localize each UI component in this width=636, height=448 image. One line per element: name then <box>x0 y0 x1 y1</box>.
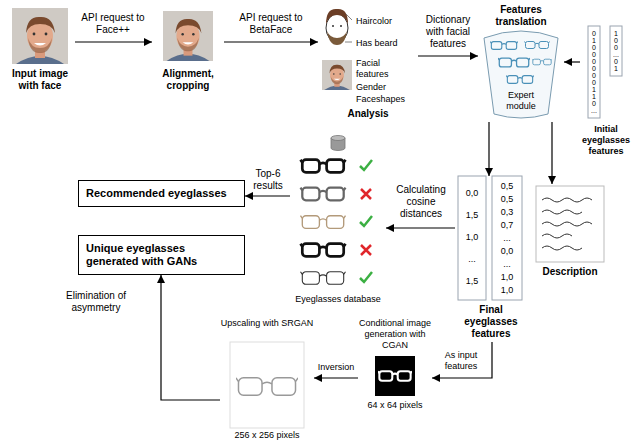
flow-arrow <box>245 195 290 196</box>
vector-frame <box>610 26 622 76</box>
cross-mark <box>361 245 371 255</box>
face-photo <box>322 60 352 90</box>
glasses-sketch <box>498 58 530 67</box>
paper-sheet <box>536 186 604 262</box>
check-mark <box>360 272 372 282</box>
scribble <box>542 198 592 250</box>
vector-frame <box>588 26 600 118</box>
flow-arrow <box>75 41 152 42</box>
vector-values: 0 1 0 0 0 0 0 0 1 1 0 ... <box>591 30 597 114</box>
edge-label: Calculating cosine distances <box>390 184 452 220</box>
module-label: Expert module <box>496 90 546 112</box>
eyeglasses <box>301 188 346 201</box>
srgan-image <box>230 342 304 428</box>
node-label: Final eyeglasses features <box>455 304 527 340</box>
vector-frame <box>492 176 522 300</box>
database-icon <box>331 136 345 141</box>
face-photo <box>12 8 68 64</box>
node-label: Features translation <box>478 4 564 28</box>
edge-label: API request to Face++ <box>78 12 148 36</box>
node-label: Analysis <box>318 108 418 120</box>
result-box: Recommended eyeglasses <box>78 180 245 207</box>
srgan-output: Upscaling with SRGAN 256 x 256 pixels <box>220 318 314 443</box>
attribute-label: Faceshapes <box>356 94 416 105</box>
face-photo <box>163 11 213 61</box>
feature-vectors: 0,0 1,5 1,0 ... 1,5 0,5 0,5 0,3 0,7 ... 0… <box>455 176 527 342</box>
vector-values: 0,5 0,5 0,3 0,7 ... 0,0 ... 1,0 1,0 <box>501 180 514 297</box>
attribute-label: Haircolor <box>356 16 416 27</box>
edge-label: API request to BetaFace <box>228 12 314 36</box>
glasses-sketch <box>532 59 552 65</box>
attribute-label: Facial features <box>356 58 402 80</box>
glasses-sketch <box>525 42 550 49</box>
node-label: 256 x 256 pixels <box>220 430 314 441</box>
edge-label: Top-6 results <box>247 168 289 192</box>
eyeglasses <box>301 272 346 285</box>
check-mark <box>360 160 372 170</box>
flow-arrow <box>564 61 580 62</box>
node-label: Unique eyeglasses generated with GANs <box>86 242 221 268</box>
node-label: Input image with face <box>5 68 75 92</box>
flow-arrow <box>432 342 492 378</box>
flow-arrow <box>314 377 358 378</box>
cgan-image <box>375 356 415 396</box>
translation-funnel: Features translationExpert module <box>478 4 564 122</box>
eyeglasses-database: Eyeglasses database <box>290 134 386 307</box>
cgan-output: Conditional image generation with CGAN 64… <box>358 318 432 413</box>
flow-arrow <box>224 41 318 42</box>
flow-arrow <box>488 122 489 176</box>
eyeglasses <box>236 378 298 395</box>
node-label: Recommended eyeglasses <box>86 187 236 200</box>
flow-arrow <box>386 227 455 228</box>
glasses-sketch <box>490 42 518 50</box>
input-photo: Input image with face <box>5 8 75 94</box>
node-label: Description <box>532 266 608 278</box>
eye <box>332 25 334 27</box>
expert-funnel <box>484 31 558 118</box>
node-label: Initial eyeglasses features <box>580 124 632 157</box>
node-label: Eyeglasses database <box>290 294 386 305</box>
vector-frame <box>458 176 486 300</box>
edge-label: Dictionary with facial features <box>420 14 476 50</box>
flow-arrow <box>551 122 552 184</box>
glasses-sketch <box>506 76 534 84</box>
node-label: Conditional image generation with CGAN <box>358 318 432 351</box>
attribute-label: Gender <box>356 82 416 93</box>
flow-arrow <box>418 55 478 56</box>
edge-label: As input features <box>434 350 488 372</box>
eyeglasses <box>301 216 346 229</box>
description-sheet: Description <box>532 184 608 280</box>
edge-label: Inversion <box>315 362 357 373</box>
attribute-label: Has beard <box>356 38 416 49</box>
analysis-panel: HaircolorHas beardFacial featuresGenderF… <box>318 4 418 124</box>
eye <box>340 25 342 27</box>
result-box: Unique eyeglasses generated with GANs <box>78 235 245 275</box>
node-label: Upscaling with SRGAN <box>220 318 314 329</box>
aligned-photo: Alignment, cropping <box>152 8 224 94</box>
vector-values: 1 0 0 ... 0 1 <box>613 30 619 72</box>
flow-arrow <box>161 275 220 400</box>
eyeglasses <box>301 160 346 173</box>
vector-values: 0,0 1,5 1,0 ... 1,5 <box>466 182 479 292</box>
feature-vectors: 0 1 0 0 0 0 0 0 1 1 0 ... 1 0 0 ... 0 1 In… <box>580 4 632 159</box>
leader-line <box>345 14 352 42</box>
edge-label: Elimination of asymmetry <box>58 290 134 314</box>
eyeglasses <box>378 371 412 381</box>
beard-sketch <box>327 31 347 45</box>
node-label: 64 x 64 pixels <box>358 400 432 411</box>
node-label: Alignment, cropping <box>152 68 224 92</box>
hair-sketch <box>326 9 348 24</box>
eyeglasses <box>301 244 346 257</box>
cross-mark <box>361 189 371 199</box>
check-mark <box>360 216 372 226</box>
